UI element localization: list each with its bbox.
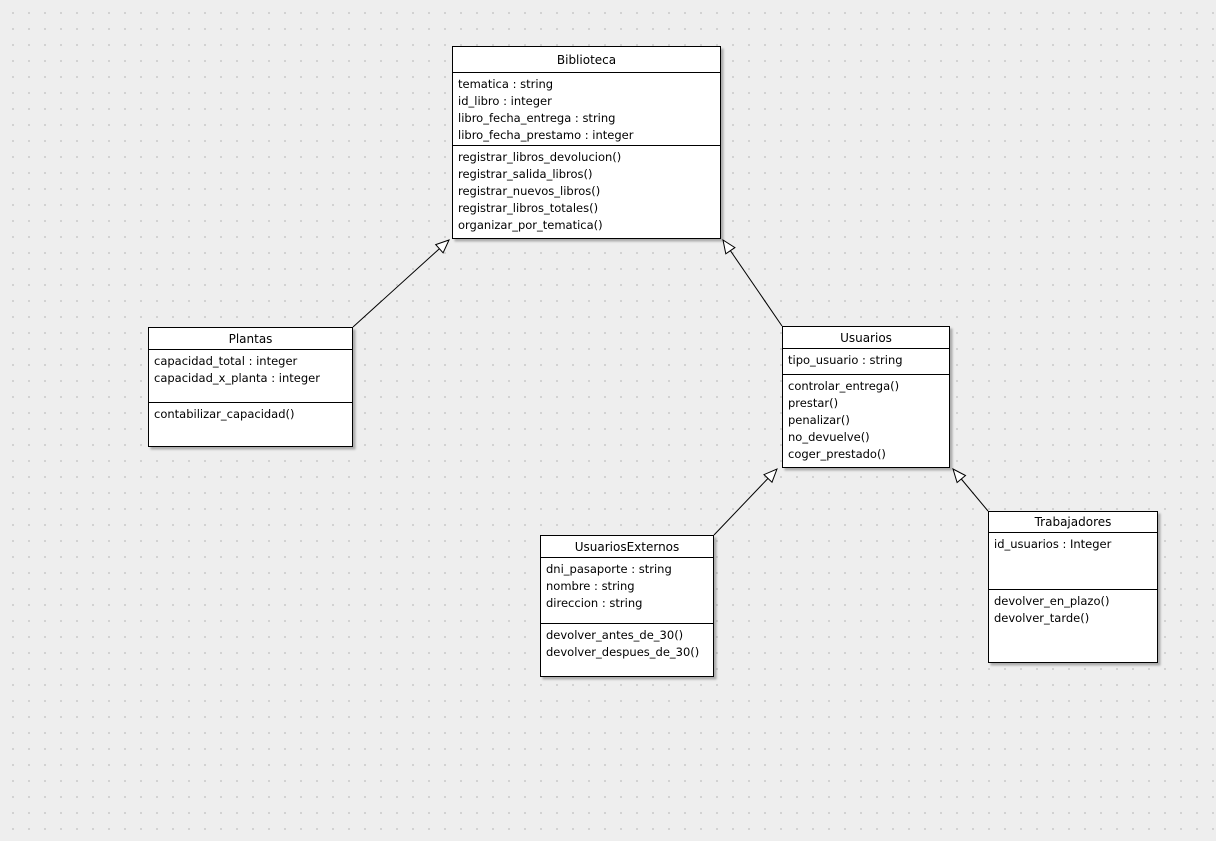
methods-section: registrar_libros_devolucion() registrar_… — [453, 146, 720, 238]
method: registrar_salida_libros() — [458, 167, 593, 181]
attribute: capacidad_total : integer — [154, 354, 298, 368]
class-box-usuarios[interactable]: Usuarios tipo_usuario : string controlar… — [782, 326, 950, 468]
generalization-plantas-biblioteca[interactable] — [352, 239, 450, 328]
attribute: capacidad_x_planta : integer — [154, 371, 320, 385]
class-box-usuariosexternos[interactable]: UsuariosExternos dni_pasaporte : string … — [540, 535, 714, 677]
generalization-usuariosexternos-usuarios[interactable] — [713, 468, 778, 536]
method: devolver_tarde() — [994, 611, 1090, 625]
method: controlar_entrega() — [788, 379, 900, 393]
attributes-section: id_usuarios : Integer — [989, 533, 1157, 590]
class-box-trabajadores[interactable]: Trabajadores id_usuarios : Integer devol… — [988, 511, 1158, 663]
class-box-biblioteca[interactable]: Biblioteca tematica : string id_libro : … — [452, 46, 721, 239]
class-name: Biblioteca — [453, 47, 720, 73]
method: devolver_en_plazo() — [994, 594, 1110, 608]
method: registrar_nuevos_libros() — [458, 184, 601, 198]
attributes-section: tematica : string id_libro : integer lib… — [453, 73, 720, 146]
attribute: direccion : string — [546, 596, 643, 610]
class-box-plantas[interactable]: Plantas capacidad_total : integer capaci… — [148, 327, 353, 447]
attributes-section: tipo_usuario : string — [783, 349, 949, 375]
attributes-section: dni_pasaporte : string nombre : string d… — [541, 558, 713, 624]
method: registrar_libros_totales() — [458, 201, 599, 215]
class-name: Usuarios — [783, 327, 949, 349]
methods-section: devolver_en_plazo() devolver_tarde() — [989, 590, 1157, 662]
attribute: id_libro : integer — [458, 94, 552, 108]
method: devolver_antes_de_30() — [546, 628, 684, 642]
generalization-trabajadores-usuarios[interactable] — [952, 468, 989, 512]
attribute: dni_pasaporte : string — [546, 562, 672, 576]
attributes-section: capacidad_total : integer capacidad_x_pl… — [149, 350, 352, 403]
generalization-arrowhead — [763, 468, 778, 484]
attribute: nombre : string — [546, 579, 635, 593]
method: prestar() — [788, 396, 839, 410]
class-name: UsuariosExternos — [541, 536, 713, 558]
attribute: libro_fecha_prestamo : integer — [458, 128, 634, 142]
attribute: tematica : string — [458, 77, 554, 91]
method: devolver_despues_de_30() — [546, 645, 700, 659]
class-name: Plantas — [149, 328, 352, 350]
method: registrar_libros_devolucion() — [458, 150, 622, 164]
generalization-arrowhead — [952, 468, 967, 484]
generalization-arrowhead — [434, 239, 450, 254]
method: penalizar() — [788, 413, 850, 427]
attribute: id_usuarios : Integer — [994, 537, 1112, 551]
method: no_devuelve() — [788, 430, 870, 444]
generalization-usuarios-biblioteca[interactable] — [722, 238, 783, 327]
methods-section: devolver_antes_de_30() devolver_despues_… — [541, 624, 713, 676]
class-name: Trabajadores — [989, 512, 1157, 533]
attribute: libro_fecha_entrega : string — [458, 111, 616, 125]
methods-section: controlar_entrega() prestar() penalizar(… — [783, 375, 949, 467]
method: organizar_por_tematica() — [458, 218, 603, 232]
methods-section: contabilizar_capacidad() — [149, 403, 352, 446]
generalization-arrowhead — [722, 238, 736, 255]
method: contabilizar_capacidad() — [154, 407, 295, 421]
method: coger_prestado() — [788, 447, 886, 461]
attribute: tipo_usuario : string — [788, 353, 903, 367]
